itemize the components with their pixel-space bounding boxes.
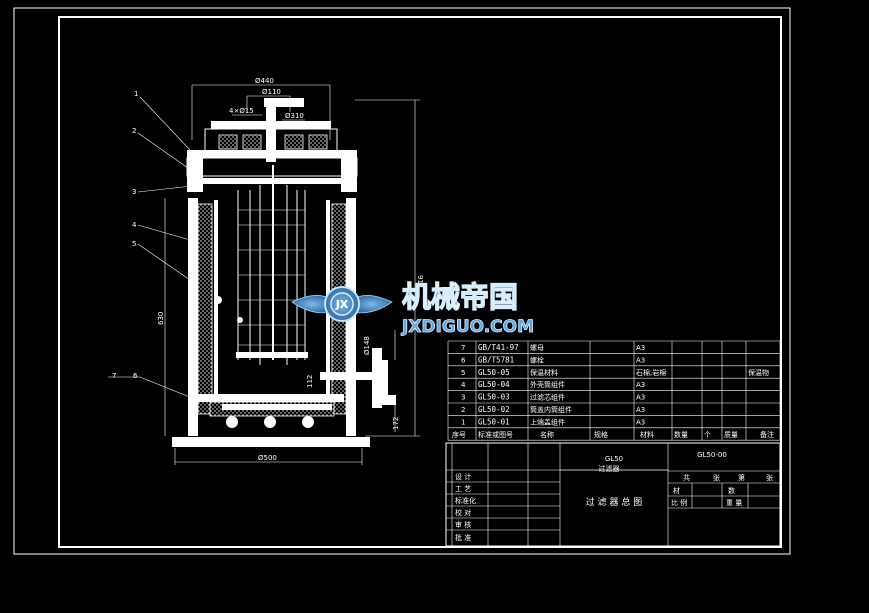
watermark-badge: JX [335, 298, 349, 311]
bom-header-cell: 质量 [724, 430, 738, 439]
bom-header-cell: 标准或图号 [478, 430, 513, 439]
bom-row-code: GL50-05 [478, 368, 510, 377]
tb-model: GL50 [605, 455, 623, 463]
tb-zhang2: 张 [766, 473, 773, 482]
dim-d110: Ø110 [262, 88, 281, 96]
bom-header-cell: 规格 [594, 430, 608, 439]
bom-row-material: A3 [636, 418, 645, 426]
dim-h112: 112 [306, 375, 314, 388]
bom-row-name: 上端盖组件 [530, 417, 565, 426]
callout-7: 7 [112, 372, 116, 380]
dim-d500: Ø500 [258, 454, 277, 462]
bom-row-name: 外壳筒组件 [530, 380, 565, 389]
tb-qty: 数 [728, 486, 735, 495]
bom-row-material: A3 [636, 394, 645, 402]
tb-product: 过滤器 [599, 464, 620, 473]
bom-row-no: 4 [461, 381, 466, 389]
dim-d440: Ø440 [255, 77, 274, 85]
tb-drawing-no: GL50-00 [697, 451, 727, 459]
tb-mat: 材 [673, 486, 680, 495]
bom-row-note: 保温物 [748, 368, 769, 377]
bom-row-code: GL50-03 [478, 393, 510, 402]
bom-row-name: 螺栓 [530, 355, 544, 364]
role-review: 审 核 [455, 520, 471, 529]
tb-total: 共 [683, 473, 690, 482]
callout-6: 6 [133, 372, 138, 380]
bom-row-no: 6 [461, 356, 466, 364]
dim-4x: 4×Ø15 [229, 107, 254, 115]
watermark-cn: 机械帝国 [402, 280, 518, 314]
bom-header-cell: 备注 [760, 430, 774, 439]
dim-h630: 630 [157, 312, 165, 325]
role-standard: 标准化 [455, 496, 476, 505]
dim-h911: 911 [416, 275, 424, 288]
role-check: 校 对 [455, 508, 471, 517]
bom-header-cell: 个 [704, 431, 711, 439]
bom-row-material: A3 [636, 381, 645, 389]
watermark: JX 机械帝国 JXDIGUO.COM [291, 279, 534, 337]
callout-1: 1 [134, 90, 138, 98]
bom-row-name: 螺母 [530, 343, 544, 352]
bom-table: 7 GB/T41-97 螺母 A3 6 GB/T5781 螺栓 A3 5 GL50-05 保温材料 石… [447, 340, 781, 441]
tb-weight: 重 量 [726, 499, 742, 507]
role-design: 设 计 [455, 472, 471, 481]
bom-row-no: 1 [461, 418, 465, 426]
title-block: 设 计 工 艺 标准化 校 对 审 核 批 准 GL50 过滤器 过 滤 器 总… [445, 442, 781, 547]
bom-row-no: 7 [461, 344, 465, 352]
bom-row-material: A3 [636, 344, 645, 352]
bom-row-code: GB/T41-97 [478, 343, 519, 352]
bom-row-no: 2 [461, 406, 465, 414]
bom-row-material: A3 [636, 356, 645, 364]
outer-frame [13, 7, 791, 555]
inner-frame [58, 16, 782, 548]
tb-sheet: 第 [738, 473, 745, 482]
bom-header-cell: 数量 [674, 430, 688, 439]
callout-3: 3 [132, 188, 136, 196]
bom-row-no: 5 [461, 369, 465, 377]
bom-header-cell: 序号 [452, 430, 466, 439]
dim-d148: Ø148 [363, 336, 371, 355]
bom-row-code: GL50-01 [478, 417, 510, 426]
tb-drawing-title: 过 滤 器 总 图 [586, 496, 642, 508]
bom-header-cell: 名称 [540, 430, 554, 439]
callout-2: 2 [132, 127, 136, 135]
bom-header-cell: 材料 [640, 430, 654, 439]
bom-row-code: GL50-04 [478, 380, 510, 389]
bom-row-code: GB/T5781 [478, 355, 514, 364]
callout-5: 5 [132, 240, 136, 248]
dim-h172: 172 [392, 417, 400, 430]
bom-row-material: 石棉,岩棉 [636, 368, 666, 377]
bom-row-material: A3 [636, 406, 645, 414]
watermark-en: JXDIGUO.COM [401, 317, 534, 337]
tb-scale: 比 例 [671, 498, 687, 507]
role-approve: 批 准 [455, 533, 471, 542]
bom-row-name: 过滤芯组件 [530, 393, 565, 402]
bom-row-code: GL50-02 [478, 405, 510, 414]
bom-row-no: 3 [461, 394, 465, 402]
bom-row-name: 保温材料 [530, 368, 558, 377]
filter-assembly: Ø440 Ø110 4×Ø15 Ø310 [108, 77, 424, 465]
callout-4: 4 [132, 221, 137, 229]
role-process: 工 艺 [455, 485, 471, 493]
bom-row-name: 筒盖内筒组件 [530, 405, 572, 414]
tb-zhang1: 张 [713, 473, 720, 482]
dim-d310: Ø310 [285, 112, 304, 120]
